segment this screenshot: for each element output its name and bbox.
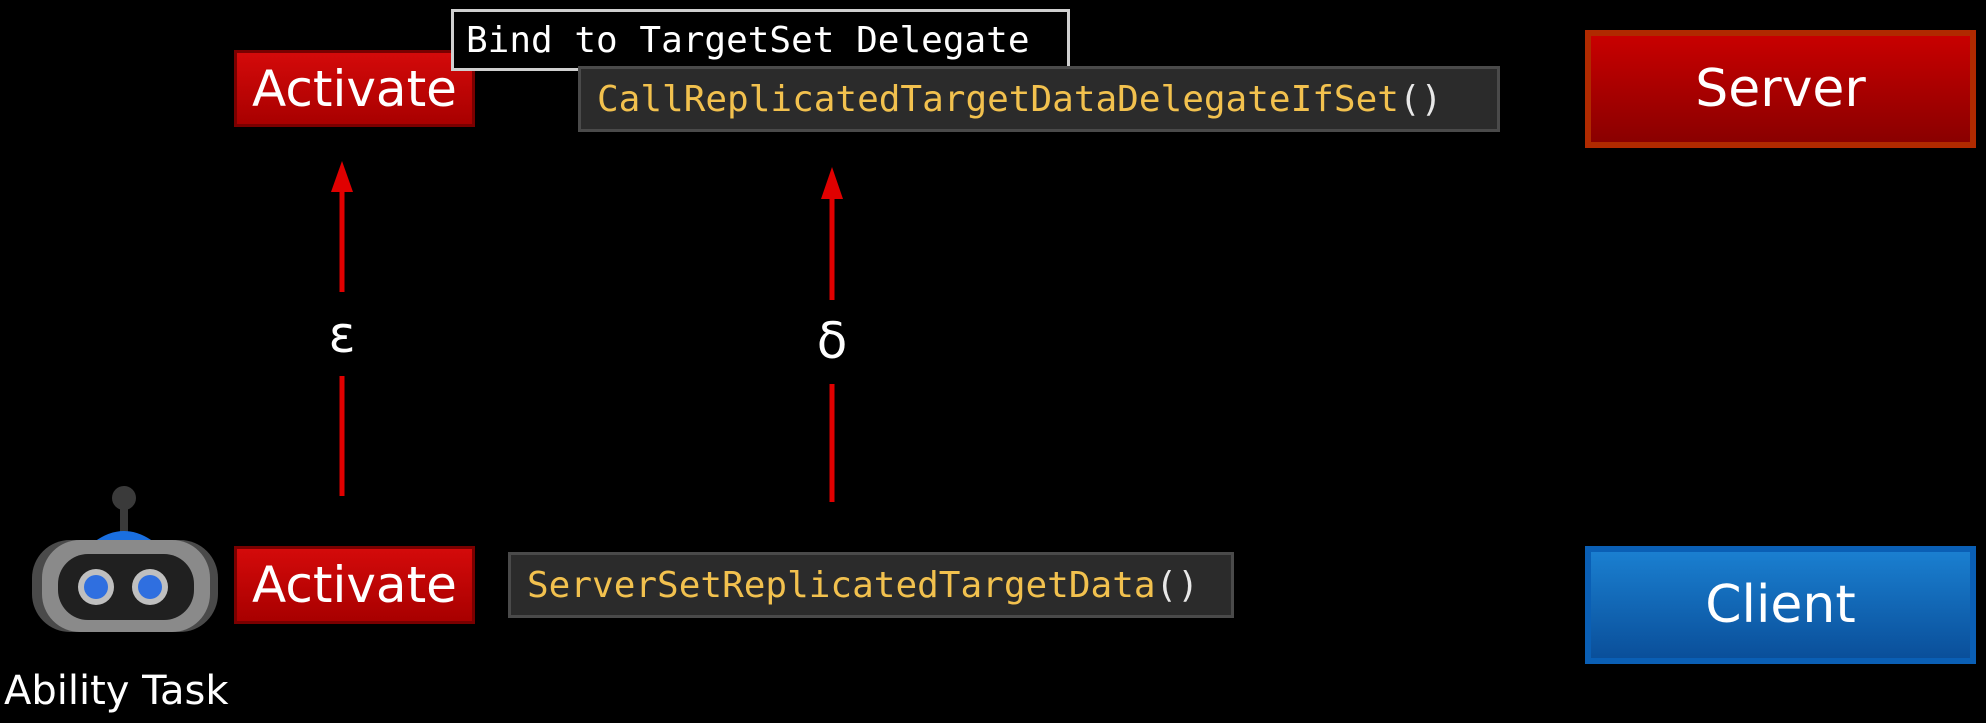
- server-activate-label: Activate: [252, 59, 457, 118]
- epsilon-label: ε: [328, 306, 356, 364]
- delta-label: δ: [816, 312, 848, 370]
- ability-task-caption: Ability Task: [4, 668, 229, 714]
- left-arrow-head: [331, 161, 353, 192]
- left-arrow: [331, 161, 353, 496]
- ability-task-robot-icon: [28, 480, 222, 635]
- bind-delegate-label: Bind to TargetSet Delegate: [466, 19, 1030, 61]
- right-arrow: [821, 167, 843, 502]
- server-activate-box: Activate: [234, 50, 475, 127]
- call-delegate-parens: (): [1398, 78, 1443, 120]
- server-rpc-code-box: ServerSetReplicatedTargetData(): [508, 552, 1234, 618]
- client-activate-box: Activate: [234, 546, 475, 624]
- server-rpc-parens: (): [1155, 564, 1199, 606]
- server-rpc-fn: ServerSetReplicatedTargetData: [527, 564, 1156, 606]
- client-role-box: Client: [1585, 546, 1976, 664]
- call-delegate-code-box: CallReplicatedTargetDataDelegateIfSet(): [578, 66, 1500, 132]
- server-role-label: Server: [1695, 59, 1866, 119]
- client-activate-label: Activate: [252, 556, 457, 614]
- call-delegate-fn: CallReplicatedTargetDataDelegateIfSet: [597, 78, 1399, 120]
- server-role-box: Server: [1585, 30, 1976, 148]
- right-arrow-head: [821, 167, 843, 199]
- client-role-label: Client: [1705, 575, 1856, 635]
